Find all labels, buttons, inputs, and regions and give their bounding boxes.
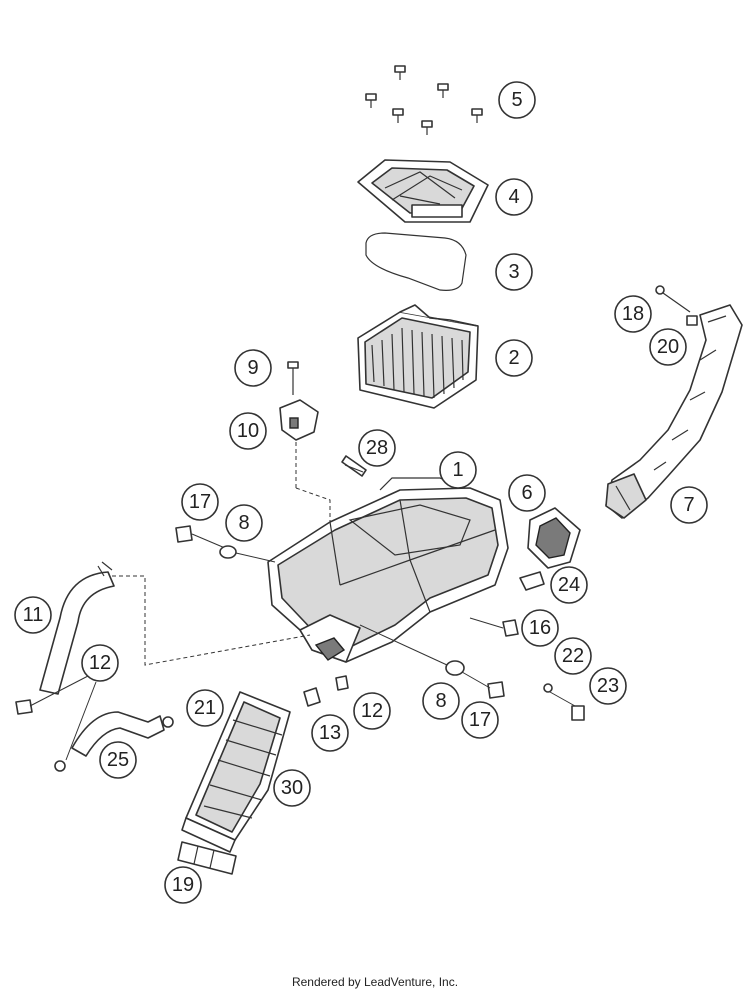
callout-11: 11	[14, 596, 52, 634]
svg-text:5: 5	[511, 89, 522, 111]
callout-3: 3	[495, 253, 533, 291]
callout-28: 28	[358, 429, 396, 467]
callout-19: 19	[164, 866, 202, 904]
washer-part-22	[543, 683, 553, 693]
svg-text:3: 3	[508, 261, 519, 283]
screws-part-5	[365, 65, 483, 135]
sleeve-part-19	[177, 841, 237, 875]
svg-text:23: 23	[597, 675, 619, 697]
svg-text:12: 12	[361, 700, 383, 722]
seal-part-3	[365, 232, 467, 291]
callout-22: 22	[554, 637, 592, 675]
svg-text:21: 21	[194, 697, 216, 719]
svg-text:24: 24	[558, 574, 580, 596]
clamp-part-21	[162, 716, 174, 728]
nut-part-20	[686, 315, 698, 326]
svg-text:6: 6	[521, 482, 532, 504]
svg-text:12: 12	[89, 652, 111, 674]
callout-8-right: 8	[422, 682, 460, 720]
valve-part-24	[519, 571, 545, 591]
cap-part-13	[303, 687, 321, 707]
bolt-part-17-right	[461, 671, 505, 699]
callout-30: 30	[273, 769, 311, 807]
svg-text:10: 10	[237, 420, 259, 442]
svg-text:4: 4	[508, 186, 519, 208]
screw-part-23	[549, 691, 585, 721]
svg-text:17: 17	[189, 491, 211, 513]
sensor-part-10	[279, 399, 319, 488]
callout-20: 20	[649, 328, 687, 366]
svg-text:16: 16	[529, 617, 551, 639]
svg-text:7: 7	[683, 494, 694, 516]
callout-17-right: 17	[461, 701, 499, 739]
footer-credit: Rendered by LeadVenture, Inc.	[291, 975, 459, 989]
filter-cover-part-4	[357, 159, 489, 223]
svg-text:20: 20	[657, 336, 679, 358]
callout-1: 1	[439, 451, 477, 489]
air-filter-part-2	[357, 304, 479, 409]
callout-25: 25	[99, 741, 137, 779]
callout-12-left: 12	[81, 644, 119, 682]
svg-text:11: 11	[23, 604, 44, 626]
callout-10: 10	[229, 412, 267, 450]
air-duct-part-7	[605, 304, 743, 519]
throttle-boot-part-30	[181, 691, 291, 853]
svg-text:17: 17	[469, 709, 491, 731]
callout-12-center: 12	[353, 692, 391, 730]
callout-17-left: 17	[181, 483, 219, 521]
callout-4: 4	[495, 178, 533, 216]
clamp-part-12-left	[15, 675, 97, 772]
callout-7: 7	[670, 486, 708, 524]
svg-text:2: 2	[508, 347, 519, 369]
callout-5: 5	[498, 81, 536, 119]
svg-text:9: 9	[247, 357, 258, 379]
clip-part-28	[341, 455, 367, 477]
grommet-part-8-left	[219, 545, 276, 563]
callout-18: 18	[614, 295, 652, 333]
callout-23: 23	[589, 667, 627, 705]
svg-text:28: 28	[366, 437, 388, 459]
hose-routing-line	[112, 575, 311, 666]
callout-16: 16	[521, 609, 559, 647]
svg-text:13: 13	[319, 722, 341, 744]
svg-text:22: 22	[562, 645, 584, 667]
intake-boot-part-6	[527, 507, 581, 569]
svg-text:18: 18	[622, 303, 644, 325]
callout-9: 9	[234, 349, 272, 387]
svg-text:30: 30	[281, 777, 303, 799]
screw-part-9	[287, 361, 299, 395]
callout-6: 6	[508, 474, 546, 512]
svg-text:25: 25	[107, 749, 129, 771]
svg-text:1: 1	[452, 459, 463, 481]
callout-21: 21	[186, 689, 224, 727]
grommet-part-8-right	[359, 624, 465, 676]
callout-2: 2	[495, 339, 533, 377]
callout-8-left: 8	[225, 504, 263, 542]
hose-part-11	[39, 561, 115, 695]
bolt-part-18	[655, 285, 691, 313]
bolt-part-17-left	[175, 525, 226, 549]
svg-text:8: 8	[238, 512, 249, 534]
svg-text:19: 19	[172, 874, 194, 896]
clamp-part-12-center	[335, 675, 349, 691]
grommet-part-16	[469, 617, 519, 637]
breather-hose-part-25	[71, 711, 165, 757]
callout-13: 13	[311, 714, 349, 752]
callout-24: 24	[550, 566, 588, 604]
svg-text:8: 8	[435, 690, 446, 712]
airbox-part-1	[267, 477, 509, 663]
